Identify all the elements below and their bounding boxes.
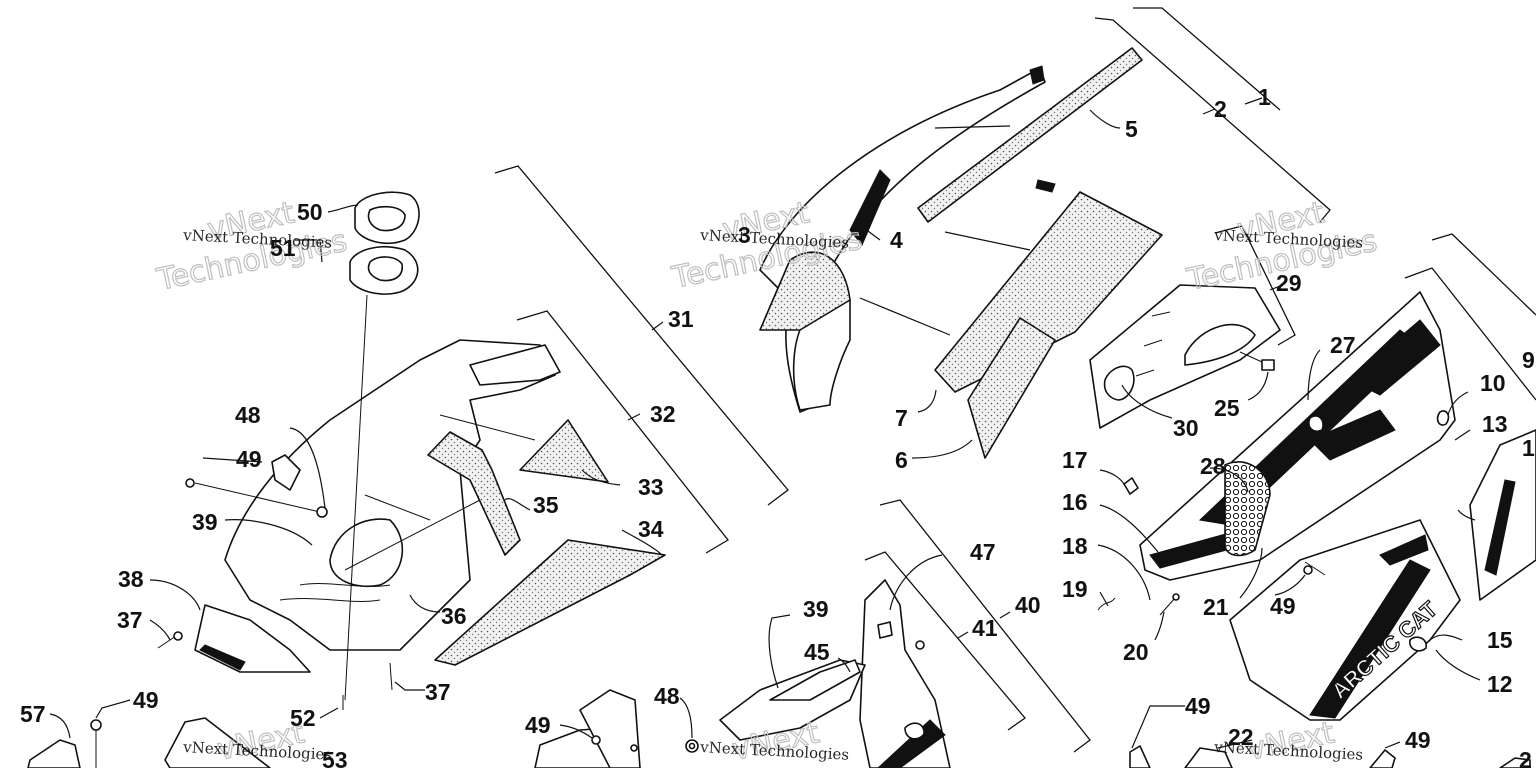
callout-28: 28 — [1200, 453, 1226, 479]
callout-53: 53 — [322, 747, 348, 768]
foam-pad-part-6-7 — [934, 191, 1163, 459]
fasteners-left — [157, 454, 393, 710]
headlight-bracket-part-30 — [1089, 284, 1281, 429]
callout-40: 40 — [1015, 592, 1041, 618]
callout-1: 1 — [1258, 84, 1271, 110]
leader-lines-left — [149, 204, 663, 719]
callout-39-bottom: 39 — [803, 596, 829, 622]
callout-37-left: 37 — [117, 607, 143, 633]
callout-49-lower-left: 49 — [133, 687, 159, 713]
callout-12: 12 — [1487, 671, 1513, 697]
callout-2: 2 — [1214, 96, 1227, 122]
callout-22: 22 — [1228, 724, 1254, 750]
callout-30: 30 — [1173, 415, 1199, 441]
callout-48-left: 48 — [235, 402, 261, 428]
callout-13: 13 — [1482, 411, 1508, 437]
callout-35: 35 — [533, 492, 559, 518]
callout-52: 52 — [290, 705, 316, 731]
callout-34: 34 — [638, 516, 664, 542]
callout-33: 33 — [638, 474, 664, 500]
callout-49-right: 49 — [1270, 593, 1296, 619]
bracket-group-40-41 — [864, 499, 1091, 753]
callout-50: 50 — [297, 199, 323, 225]
bracket-group-31-32 — [494, 165, 789, 554]
callout-6: 6 — [895, 447, 908, 473]
callout-32: 32 — [650, 401, 676, 427]
leader-lines-bottom — [49, 554, 1401, 749]
foam-strip-part-5 — [917, 47, 1143, 223]
callout-14: 1 — [1522, 435, 1535, 461]
callout-4: 4 — [890, 227, 903, 253]
callout-15: 15 — [1487, 627, 1513, 653]
bracket-group-9-29 — [1214, 225, 1536, 401]
callout-3: 3 — [738, 222, 751, 248]
callout-41: 41 — [972, 615, 998, 641]
callout-27: 27 — [1330, 332, 1356, 358]
side-panel-part-15: ARCTIC CAT — [1229, 429, 1536, 721]
callout-5: 5 — [1125, 116, 1138, 142]
callout-49-bottom: 49 — [525, 712, 551, 738]
callout-45: 45 — [804, 639, 830, 665]
callout-37-right: 37 — [425, 679, 451, 705]
callout-7: 7 — [895, 405, 908, 431]
callout-38: 38 — [118, 566, 144, 592]
bracket-group-1-2 — [1094, 7, 1331, 223]
callout-36: 36 — [441, 603, 467, 629]
callout-23: 2 — [1519, 747, 1532, 768]
callout-39-left: 39 — [192, 509, 218, 535]
callout-17: 17 — [1062, 447, 1088, 473]
hardware-right — [1097, 349, 1481, 681]
nose-pan-part-31 — [194, 339, 561, 673]
leader-lines-top — [859, 109, 1121, 459]
callout-49-far-right: 49 — [1405, 727, 1431, 753]
callout-47: 47 — [970, 539, 996, 565]
callout-10: 10 — [1480, 370, 1506, 396]
callout-19: 19 — [1062, 576, 1088, 602]
callout-18: 18 — [1062, 533, 1088, 559]
callout-9: 9 — [1522, 347, 1535, 373]
callout-49-bottom-right: 49 — [1185, 693, 1211, 719]
callout-48-bottom: 48 — [654, 683, 680, 709]
windshield-trim-part-3 — [759, 65, 1056, 413]
callout-16: 16 — [1062, 489, 1088, 515]
vent-gaskets-50-51 — [344, 191, 420, 701]
foam-parts-33-34-35 — [427, 419, 666, 666]
lower-side-panel-parts — [27, 579, 1531, 768]
callout-25: 25 — [1214, 395, 1240, 421]
svg-text:vNext Technologies: vNext Technologies — [699, 738, 850, 764]
hood-panel-part-9 — [1139, 291, 1456, 581]
callout-49-left: 49 — [236, 446, 262, 472]
callout-21: 21 — [1203, 594, 1229, 620]
callout-51: 51 — [270, 235, 296, 261]
callout-31: 31 — [668, 306, 694, 332]
callout-57: 57 — [20, 701, 46, 727]
callout-20: 20 — [1123, 639, 1149, 665]
callout-labels: 1 2 3 4 5 6 7 9 10 12 13 1 15 16 17 18 1… — [20, 84, 1535, 768]
callout-29: 29 — [1276, 270, 1302, 296]
